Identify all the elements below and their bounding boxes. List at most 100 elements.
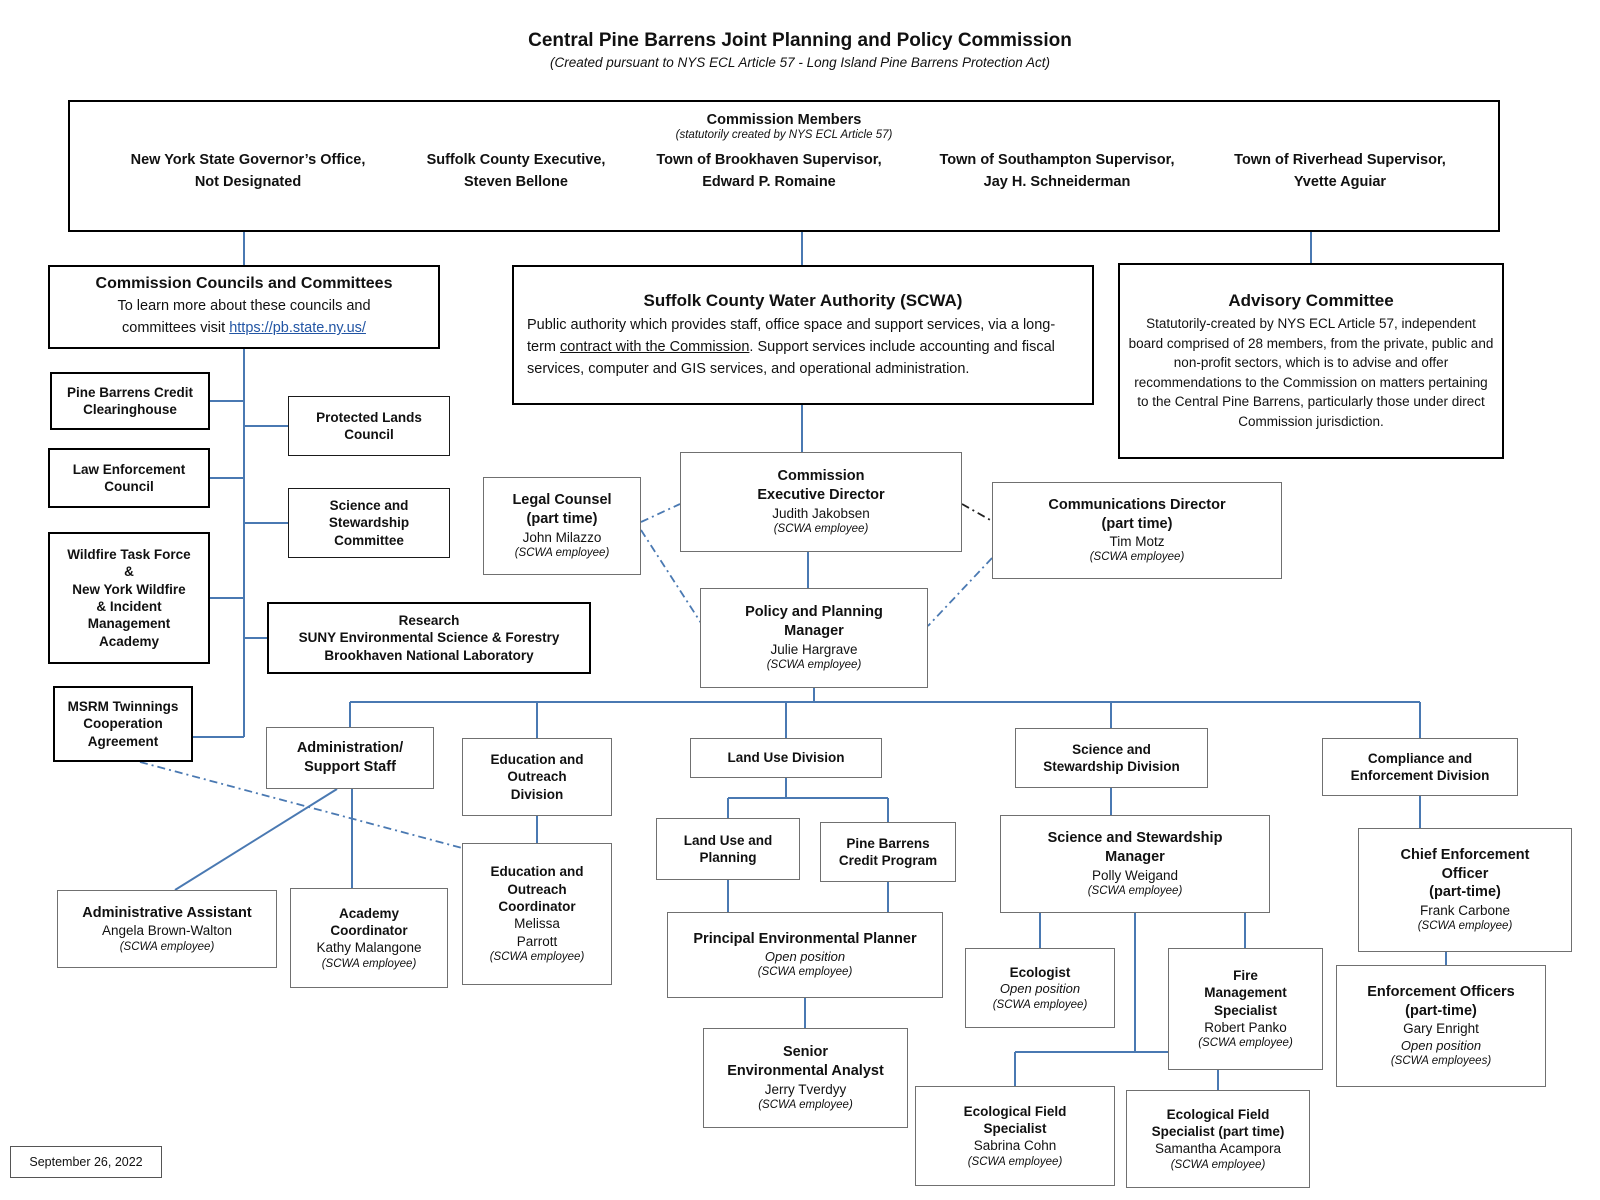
member-line: New York State Governor’s Office, [130,152,366,168]
councils-link-prefix: committees visit [122,320,230,337]
member-line: Yvette Aguiar [1293,174,1387,191]
box-senior-environmental-analyst: Senior Environmental Analyst Jerry Tverd… [703,1028,908,1128]
box-person-name: Robert Panko [1204,1019,1287,1035]
box-employee-note: (SCWA employee) [758,1098,853,1111]
date-box: September 26, 2022 [10,1146,162,1178]
member-southampton: Town of Southampton Supervisor, Jay H. S… [912,149,1202,194]
box-person-name: Polly Weigand [1091,867,1179,883]
box-employee-note: (SCWA employee) [773,522,869,535]
box-policy-planning-manager: Policy and Planning Manager Julie Hargra… [700,588,928,688]
box-education-outreach-coordinator: Education and Outreach Coordinator Melis… [462,843,612,985]
box-commission-members: Commission Members (statutorily created … [68,100,1500,232]
box-chief-enforcement-officer: Chief Enforcement Officer (part-time) Fr… [1358,828,1572,952]
scwa-title: Suffolk County Water Authority (SCWA) [643,290,963,310]
box-employee-note: (SCWA employee) [1417,920,1513,933]
box-science-stewardship-committee: Science and Stewardship Committee [288,488,450,558]
box-title: Science and Stewardship Manager [1047,830,1223,865]
page-subtitle: (Created pursuant to NYS ECL Article 57 … [549,55,1050,70]
box-title: Enforcement Officers (part-time) [1367,984,1515,1019]
box-principal-environmental-planner: Principal Environmental Planner Open pos… [667,912,943,998]
box-title: Communications Director (part time) [1048,496,1226,532]
box-person-name: Sabrina Cohn [973,1138,1057,1154]
member-line: Steven Bellone [464,174,568,191]
box-science-stewardship-manager: Science and Stewardship Manager Polly We… [1000,815,1270,913]
box-title: Wildfire Task Force & New York Wildfire … [67,547,191,649]
box-employee-note: (SCWA employee) [992,998,1088,1011]
box-title: Administrative Assistant [82,904,252,921]
box-person-name: John Milazzo [522,529,602,545]
page-title: Central Pine Barrens Joint Planning and … [528,30,1072,51]
box-title: Compliance and Enforcement Division [1350,750,1490,783]
member-line: Town of Brookhaven Supervisor, [656,152,882,168]
councils-text-line2: committees visit https://pb.state.ny.us/ [122,318,366,340]
councils-link[interactable]: https://pb.state.ny.us/ [229,320,366,337]
box-title: Fire Management Specialist [1204,968,1287,1018]
box-administration-support-staff: Administration/ Support Staff [266,727,434,789]
member-line: Jay H. Schneiderman [983,174,1131,191]
members-title: Commission Members [706,112,862,128]
member-line: Suffolk County Executive, [426,152,606,168]
box-title: Science and Stewardship Committee [328,498,410,548]
member-line: Not Designated [194,174,302,191]
box-compliance-enforcement-division: Compliance and Enforcement Division [1322,738,1518,796]
box-scwa: Suffolk County Water Authority (SCWA) Pu… [512,265,1094,405]
box-ecological-field-specialist-part-time: Ecological Field Specialist (part time) … [1126,1090,1310,1188]
box-open-position: Open position [999,980,1081,996]
member-line: Town of Southampton Supervisor, [939,152,1175,168]
box-title: Ecological Field Specialist [963,1103,1067,1136]
box-employee-note: (SCWA employee) [757,966,853,979]
member-riverhead: Town of Riverhead Supervisor, Yvette Agu… [1210,149,1470,194]
box-title: Senior Environmental Analyst [727,1044,884,1079]
box-title: Education and Outreach Coordinator [490,864,584,914]
scwa-underlined-phrase: contract with the Commission [560,339,750,355]
box-title: Academy Coordinator [330,905,408,938]
box-title: Land Use and Planning [683,832,773,865]
member-county-executive: Suffolk County Executive, Steven Bellone [406,149,626,194]
box-land-use-division: Land Use Division [690,738,882,778]
box-title: Legal Counsel (part time) [512,492,612,527]
member-line: Edward P. Romaine [702,174,836,191]
box-title: Land Use Division [727,750,845,766]
box-employee-note: (SCWA employee) [1170,1158,1266,1171]
box-science-stewardship-division: Science and Stewardship Division [1015,728,1208,788]
box-title: Commission Executive Director [757,468,885,503]
connector-dashdot [640,529,704,627]
box-employee-note: (SCWA employee) [1089,551,1185,564]
box-ecologist: Ecologist Open position (SCWA employee) [965,948,1115,1028]
box-ecological-field-specialist: Ecological Field Specialist Sabrina Cohn… [915,1086,1115,1186]
advisory-body: Statutorily-created by NYS ECL Article 5… [1128,316,1494,429]
box-title: Ecologist [1009,964,1071,980]
connector-dashdot [139,761,463,849]
box-law-enforcement-council: Law Enforcement Council [48,448,210,508]
box-advisory-committee: Advisory Committee Statutorily-created b… [1118,263,1504,459]
box-person-name: Gary Enright [1403,1021,1479,1037]
box-msrm-twinnings: MSRM Twinnings Cooperation Agreement [53,686,193,762]
box-pine-barrens-credit-clearinghouse: Pine Barrens Credit Clearinghouse [50,372,210,430]
box-title: Principal Environmental Planner [693,931,917,948]
councils-title: Commission Councils and Committees [95,275,393,293]
connector-line [174,788,338,891]
box-fire-management-specialist: Fire Management Specialist Robert Panko … [1168,948,1323,1070]
box-protected-lands-council: Protected Lands Council [288,396,450,456]
box-employee-note: (SCWA employees) [1390,1055,1492,1068]
box-person-name: Samantha Acampora [1154,1141,1282,1157]
box-person-name: Julie Hargrave [770,641,858,657]
box-executive-director: Commission Executive Director Judith Jak… [680,452,962,552]
box-person-name: Frank Carbone [1419,902,1511,918]
box-legal-counsel: Legal Counsel (part time) John Milazzo (… [483,477,641,575]
box-title: Administration/ Support Staff [296,740,404,775]
box-employee-note: (SCWA employee) [119,940,215,953]
box-land-use-and-planning: Land Use and Planning [656,818,800,880]
box-title: Chief Enforcement Officer (part-time) [1400,847,1530,901]
box-person-name: Angela Brown-Walton [101,923,233,939]
connector-dashdot [927,557,993,627]
box-research: Research SUNY Environmental Science & Fo… [267,602,591,674]
member-line: Town of Riverhead Supervisor, [1234,152,1446,168]
box-commission-councils: Commission Councils and Committees To le… [48,265,440,349]
box-person-name: Tim Motz [1109,534,1165,550]
box-person-name: Melissa Parrott [514,916,560,949]
members-row: New York State Governor’s Office, Not De… [70,141,1498,194]
box-title: MSRM Twinnings Cooperation Agreement [67,699,179,749]
box-wildfire-task-force: Wildfire Task Force & New York Wildfire … [48,532,210,664]
